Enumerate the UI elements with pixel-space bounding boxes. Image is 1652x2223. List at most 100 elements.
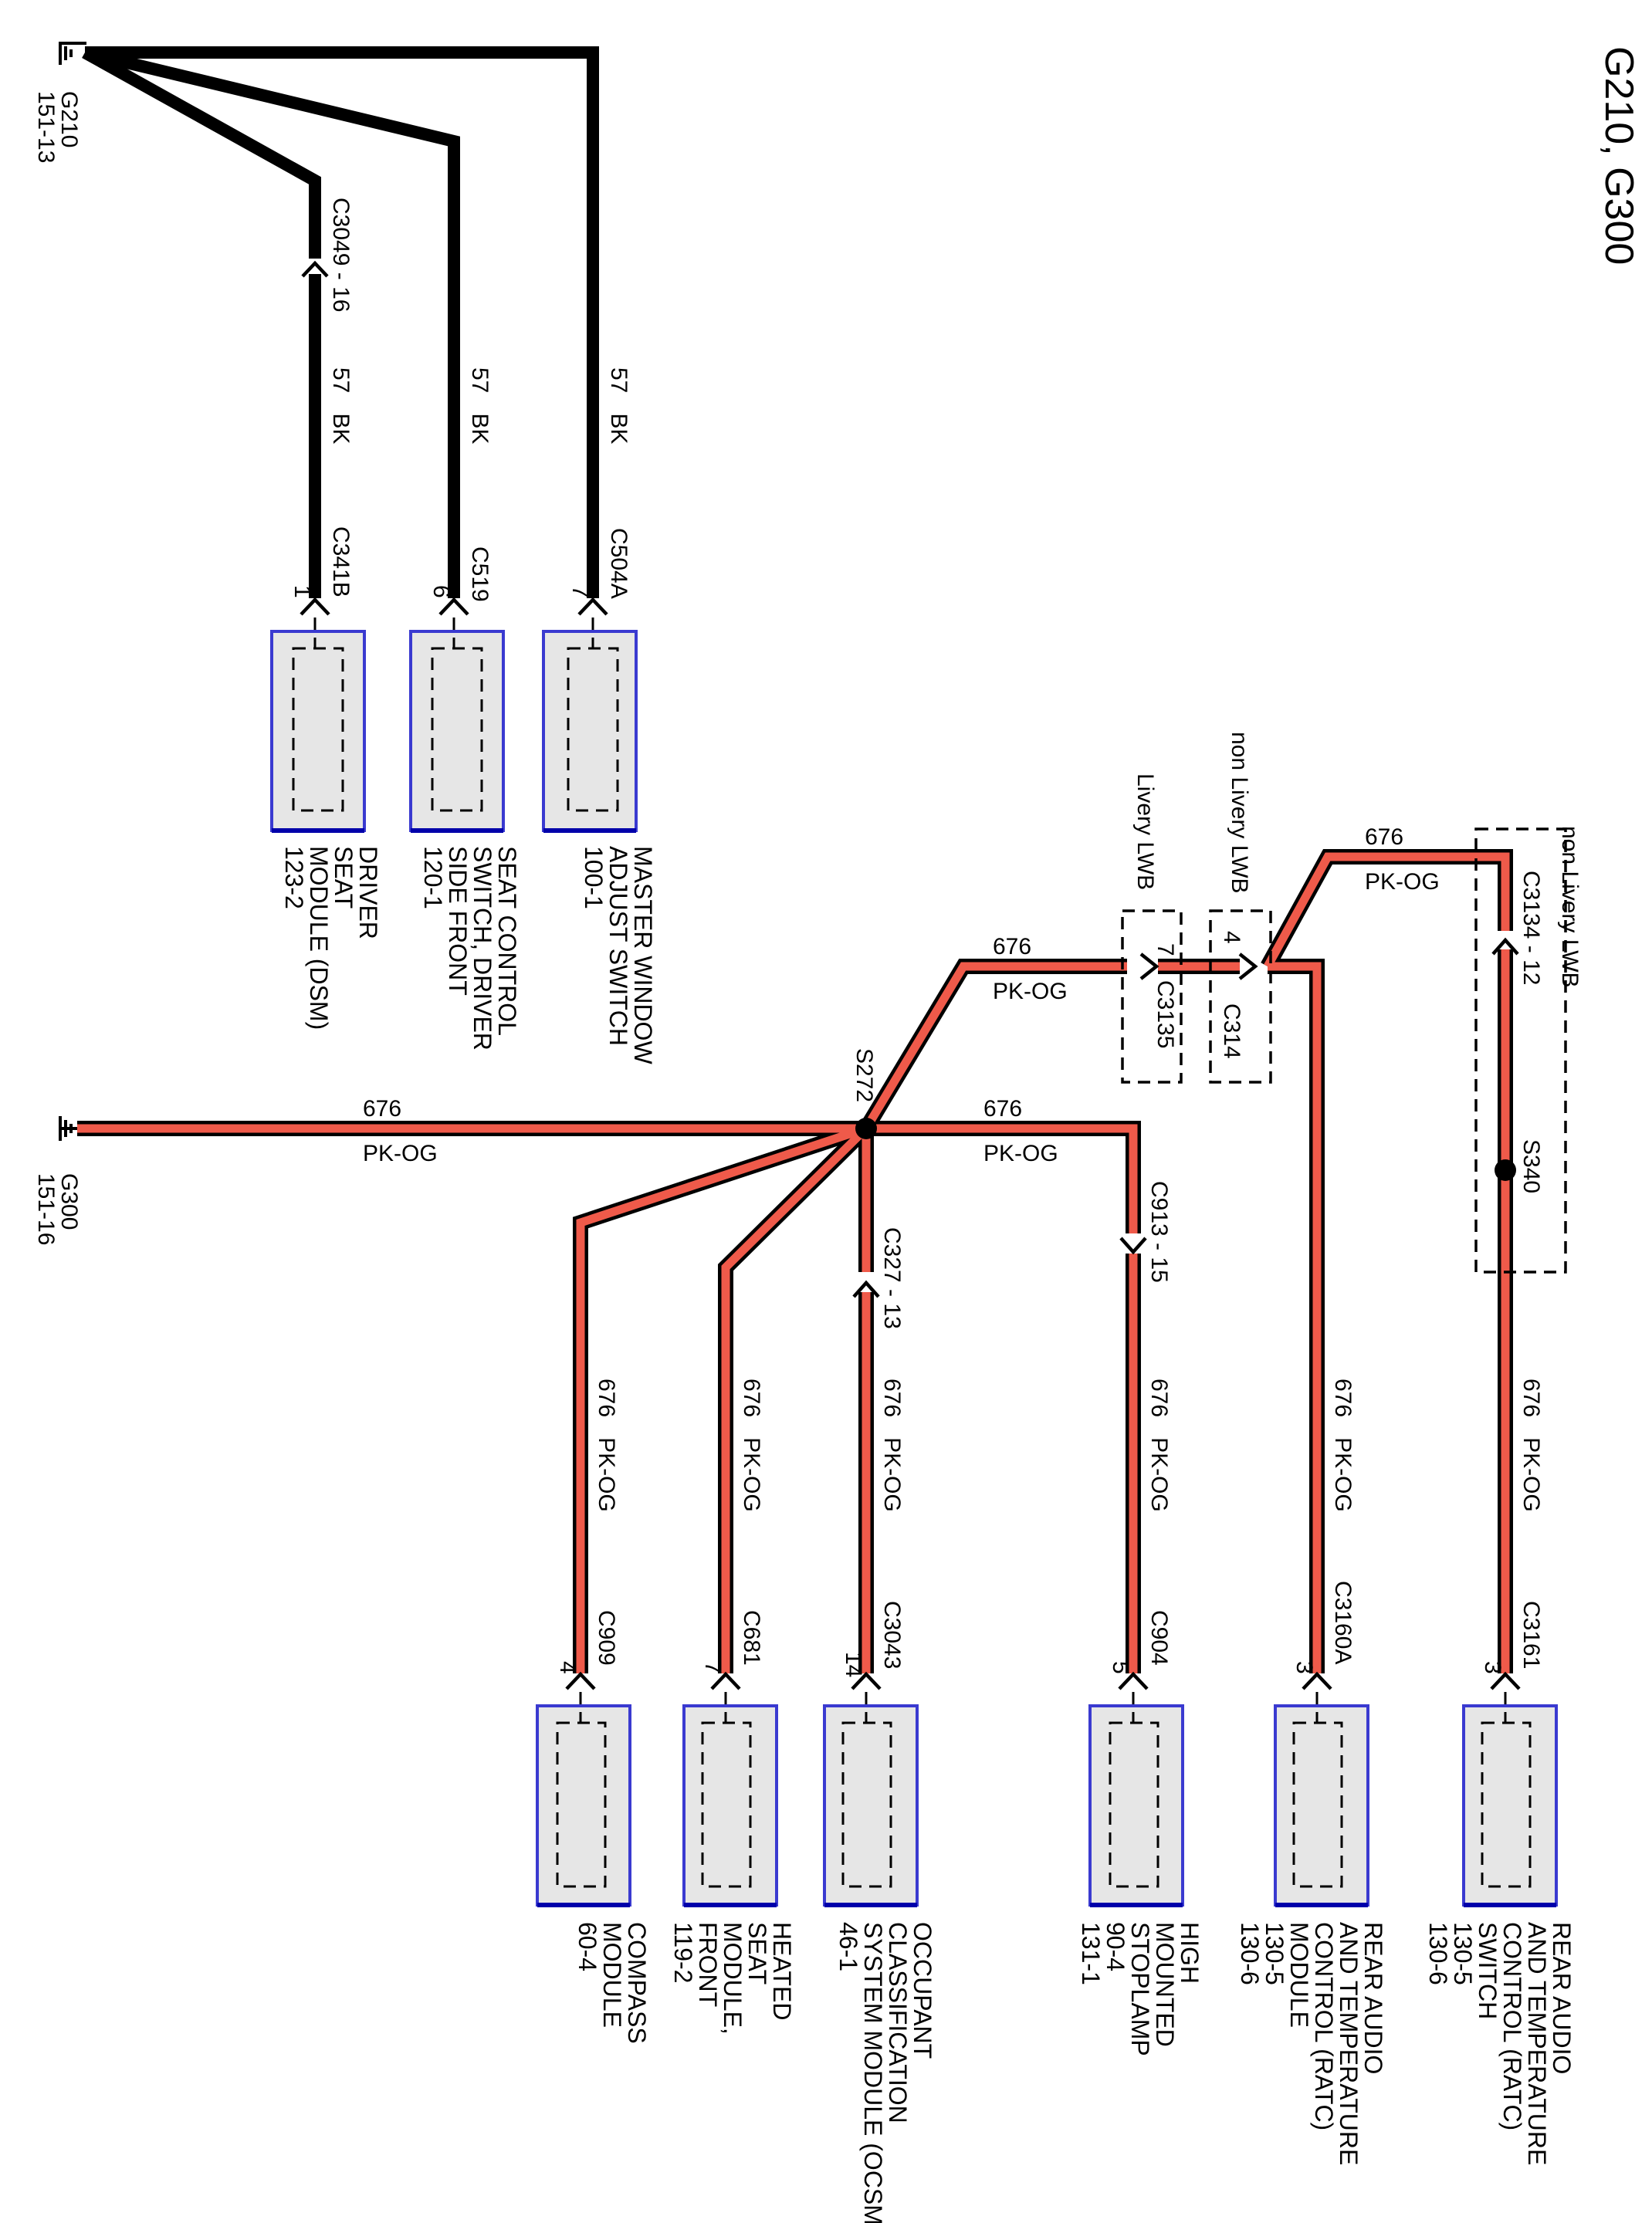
wire-color-stoplamp-branch: PK-OG (983, 1141, 1058, 1166)
pin-compass: 4 (555, 1661, 581, 1674)
connector-label-c519: C519 (467, 546, 493, 602)
component-label-window-switch: MASTER WINDOW ADJUST SWITCH 100-1 (580, 846, 657, 1071)
connector-label-c341b: C341B (328, 526, 354, 597)
wire-label-ratc-switch: 676PK-OG (1518, 1379, 1544, 1512)
module-dsm (270, 618, 366, 833)
module-ratc-switch (1462, 1692, 1558, 1907)
connector-arrow-icon (565, 1671, 596, 1690)
module-seat-switch (409, 618, 505, 833)
wire-label-ratc-module: 676PK-OG (1330, 1379, 1356, 1512)
wire-label-compass: 676PK-OG (594, 1379, 619, 1512)
component-label-ocsm: OCCUPANT CLASSIFICATION SYSTEM MODULE (O… (834, 1922, 936, 2223)
splice-s272: S272 (851, 1048, 877, 1139)
wire-label-stoplamp: 676PK-OG (1146, 1379, 1172, 1512)
connector-label-c3161: C3161 (1518, 1601, 1544, 1669)
diagram-title: G210, G300 (1596, 46, 1641, 265)
connector-label-c3135: C3135 (1153, 980, 1178, 1048)
connector-label-c3049: C3049 - 16 (328, 198, 354, 312)
connector-arrow-icon (1119, 1237, 1147, 1255)
pin-stoplamp: 5 (1108, 1661, 1133, 1674)
ground-g210: G210 151-13 (33, 42, 86, 163)
connector-label-c327: C327 - 13 (879, 1227, 905, 1329)
connector-arrow-icon (852, 1280, 880, 1298)
component-label-ratc-module: REAR AUDIO AND TEMPERATURE CONTROL (RATC… (1236, 1922, 1387, 2172)
wire-color-nonlivery: PK-OG (1365, 869, 1440, 895)
option-non-livery-lwb-ratc: non Livery LWB C3134 - 12 (1474, 826, 1583, 1274)
option-label-non-livery-2: non Livery LWB (1557, 826, 1583, 988)
connector-label-c681: C681 (739, 1610, 764, 1666)
pin-heated-seat: 7 (700, 1661, 726, 1674)
pin-ratc-module: 3 (1291, 1661, 1317, 1674)
connector-label-c904: C904 (1146, 1610, 1172, 1666)
wire-label-bk-dsm: 57BK (328, 367, 354, 444)
wire-label-heated-seat: 676PK-OG (739, 1379, 764, 1512)
ground-symbol-icon (59, 1116, 77, 1141)
connector-arrow-icon (438, 597, 469, 616)
connector-label-c504a: C504A (606, 528, 631, 599)
wire-bk-window-switch (85, 46, 599, 598)
ground-ref-g210: 151-13 (33, 91, 59, 163)
connector-label-c909: C909 (594, 1610, 619, 1666)
module-ratc-module (1274, 1692, 1369, 1907)
wire-circuit-livery: 676 (993, 934, 1031, 959)
connector-label-c314: C314 (1219, 1003, 1244, 1059)
pin-seat-switch: 6 (428, 585, 454, 598)
pin-ocsm: 14 (841, 1652, 866, 1677)
ground-id-g300: G300 (56, 1173, 82, 1230)
ground-symbol-icon (59, 42, 86, 65)
component-label-ratc-switch: REAR AUDIO AND TEMPERATURE CONTROL (RATC… (1424, 1922, 1576, 2172)
module-heated-seat (682, 1692, 778, 1907)
module-stoplamp (1088, 1692, 1184, 1907)
splice-s340: S340 (1495, 1139, 1544, 1193)
connector-arrow-icon (710, 1671, 741, 1690)
connector-arrow-icon (851, 1671, 882, 1690)
wire-circuit-main: 676 (363, 1096, 401, 1122)
pin-c314: 4 (1219, 931, 1244, 944)
component-label-seat-switch: SEAT CONTROL SWITCH, DRIVER SIDE FRONT 1… (419, 846, 521, 1057)
connector-arrow-icon (1302, 1671, 1332, 1690)
wire-color-main: PK-OG (363, 1141, 438, 1166)
ground-id-g210: G210 (56, 91, 82, 147)
option-livery-lwb: Livery LWB 7 C3135 (1121, 773, 1183, 1084)
wire-label-ocsm: 676PK-OG (879, 1379, 905, 1512)
wire-bk-dsm (82, 47, 321, 259)
connector-c3049: C3049 - 16 (301, 198, 354, 312)
connector-c913: C913 - 15 (1119, 1181, 1172, 1283)
connector-label-c3160a: C3160A (1330, 1581, 1356, 1664)
wire-color-livery: PK-OG (993, 979, 1068, 1004)
connector-arrow-icon (300, 597, 330, 616)
connector-label-c3134: C3134 - 12 (1518, 871, 1544, 985)
connector-arrow-icon (1238, 952, 1258, 980)
module-compass (536, 1692, 631, 1907)
connector-arrow-icon (1491, 937, 1519, 956)
module-ocsm (823, 1692, 919, 1907)
component-label-heated-seat: HEATED SEAT MODULE, FRONT 119-2 (669, 1922, 796, 2042)
pin-c3135: 7 (1153, 943, 1178, 956)
option-non-livery-lwb: non Livery LWB 4 C314 (1209, 732, 1272, 1084)
wires-pkog (77, 849, 1513, 1673)
pin-window-switch: 7 (567, 585, 593, 598)
connector-label-c3043: C3043 (879, 1601, 905, 1669)
connector-arrow-icon (577, 597, 608, 616)
option-label-non-livery: non Livery LWB (1227, 732, 1252, 894)
option-label-livery: Livery LWB (1132, 773, 1158, 890)
pin-ratc-switch: 3 (1480, 1661, 1505, 1674)
component-label-dsm: DRIVER SEAT MODULE (DSM) 123-2 (280, 846, 382, 1037)
splice-label-s340: S340 (1518, 1139, 1544, 1193)
module-window-switch (542, 618, 638, 833)
connector-arrow-icon (1118, 1671, 1149, 1690)
splice-label-s272: S272 (851, 1048, 877, 1102)
wire-label-bk-window-switch: 57BK (606, 367, 631, 444)
pin-dsm: 1 (289, 585, 315, 598)
connector-arrow-icon (1139, 952, 1159, 980)
connector-arrow-icon (1490, 1671, 1521, 1690)
component-label-compass: COMPASS MODULE 60-4 (574, 1922, 651, 2051)
wire-circuit-stoplamp-branch: 676 (983, 1096, 1022, 1122)
wire-label-bk-seat-switch: 57BK (467, 367, 493, 444)
component-label-stoplamp: HIGH MOUNTED STOPLAMP 90-4 131-1 (1077, 1922, 1203, 2062)
connector-arrow-icon (301, 260, 329, 278)
ground-ref-g300: 151-16 (33, 1173, 59, 1245)
ground-g300: G300 151-16 (33, 1116, 82, 1245)
wire-circuit-nonlivery: 676 (1365, 824, 1403, 850)
